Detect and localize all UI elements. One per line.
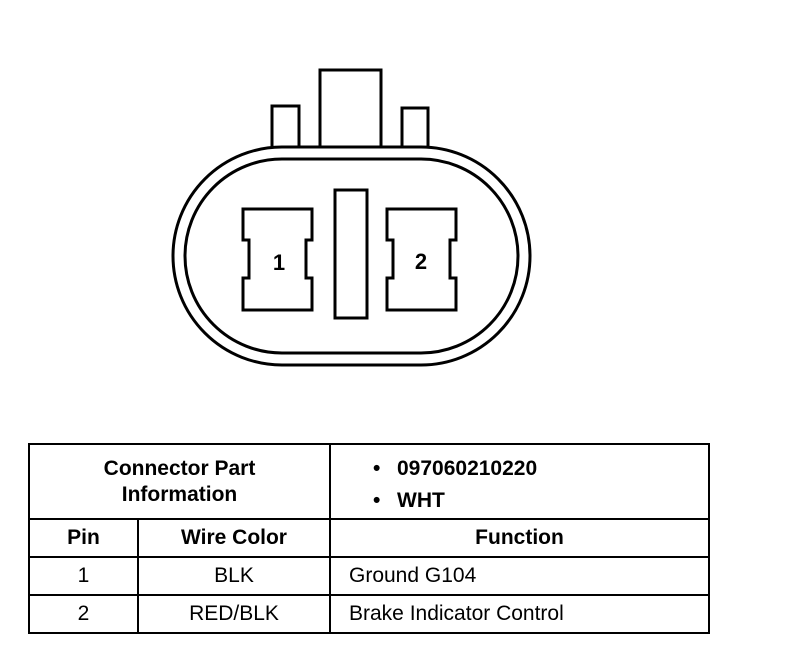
- left-guide-tab: [270, 104, 301, 160]
- connector-inner-shell: [183, 157, 520, 355]
- pin-cell: 2: [28, 594, 139, 634]
- pin-label-2: 2: [415, 249, 427, 274]
- table-row: 1 BLK Ground G104: [28, 556, 710, 596]
- bullet-glyph: •: [373, 489, 381, 512]
- column-header-row: Pin Wire Color Function: [28, 518, 710, 558]
- connector-color: WHT: [397, 489, 445, 512]
- function-cell: Ground G104: [329, 556, 710, 596]
- part-info-label-line1: Connector Part: [103, 456, 256, 480]
- center-lock-tab: [318, 68, 383, 160]
- wire-color-cell: BLK: [137, 556, 331, 596]
- part-info-row: Connector Part Information • 097060210220…: [28, 443, 710, 520]
- connector-face-diagram: 1 2: [171, 68, 532, 367]
- part-info-label-cell: Connector Part Information: [28, 443, 331, 520]
- wire-color-cell: RED/BLK: [137, 594, 331, 634]
- terminal-cavity-2: [385, 207, 458, 312]
- function-cell: Brake Indicator Control: [329, 594, 710, 634]
- bullet-glyph: •: [373, 457, 381, 480]
- pin-cell: 1: [28, 556, 139, 596]
- column-header-function: Function: [329, 518, 710, 558]
- table-row: 2 RED/BLK Brake Indicator Control: [28, 594, 710, 634]
- column-header-wire-color: Wire Color: [137, 518, 331, 558]
- column-header-pin: Pin: [28, 518, 139, 558]
- connector-color-item: • WHT: [331, 485, 708, 517]
- part-number-item: • 097060210220: [331, 453, 708, 485]
- right-guide-tab: [400, 106, 430, 160]
- terminal-cavity-1: [241, 207, 314, 312]
- pin-label-1: 1: [273, 250, 285, 275]
- connector-outer-shell: [171, 145, 532, 367]
- connector-info-table: Connector Part Information • 097060210220…: [28, 443, 710, 634]
- part-info-label-line2: Information: [121, 482, 238, 506]
- part-info-values-cell: • 097060210220 • WHT: [329, 443, 710, 520]
- center-divider-bar: [333, 188, 369, 320]
- part-number: 097060210220: [397, 457, 538, 480]
